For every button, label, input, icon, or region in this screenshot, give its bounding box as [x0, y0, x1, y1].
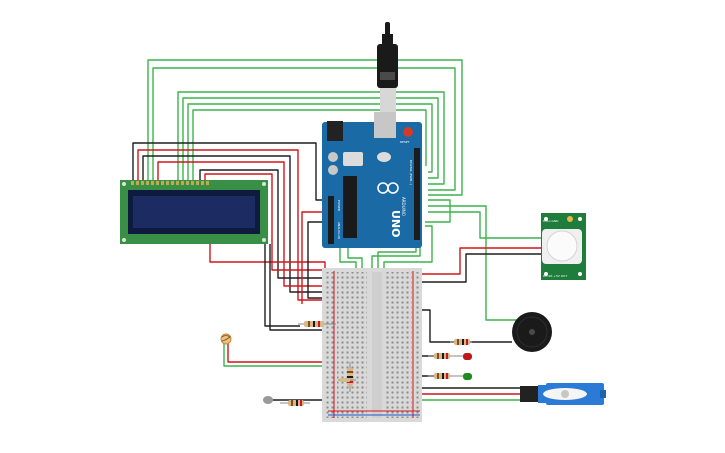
pir-dome-icon: [546, 230, 578, 262]
microcontroller-chip: [343, 176, 357, 238]
wire-black-lcd-2[interactable]: [142, 155, 333, 293]
wire-red-lcd-2[interactable]: [157, 161, 333, 287]
green-led[interactable]: [460, 373, 472, 380]
wire-green-lcd-6[interactable]: [192, 109, 427, 182]
temperature-sensor-icon: [263, 396, 273, 404]
resistor-buzzer[interactable]: [450, 339, 472, 345]
resistors: [280, 321, 472, 406]
servo-motor[interactable]: [520, 383, 606, 405]
power-jack-icon: [327, 121, 343, 141]
board-brand-text: ARDUINO: [401, 197, 406, 216]
lcd-display[interactable]: [120, 180, 268, 244]
reset-button[interactable]: [403, 127, 413, 137]
wire-green-lcd-2[interactable]: [152, 67, 456, 191]
wire-red-lcd-3[interactable]: [204, 173, 333, 271]
analog-header-label: ANALOG IN: [337, 222, 341, 239]
board-logo-text: UNO: [389, 210, 402, 238]
wire-green-pir-out[interactable]: [428, 211, 545, 239]
wire-green-lcd-5[interactable]: [187, 103, 433, 182]
wire-green-photo[interactable]: [223, 342, 348, 367]
wire-black-lcd-contrast[interactable]: [199, 169, 333, 279]
wire-red-pir-vcc[interactable]: [412, 247, 545, 275]
buzzer[interactable]: [512, 312, 552, 352]
wire-black-lcd-backlight[interactable]: [264, 244, 300, 327]
usb-plug-icon: [380, 88, 396, 114]
pir-top-label: Hi/Lo GND: [543, 219, 559, 223]
resistor-red-led[interactable]: [428, 353, 462, 359]
reset-label: RESET: [400, 140, 410, 144]
wire-black-pir-gnd[interactable]: [412, 253, 545, 283]
power-header: [328, 196, 334, 244]
digital-header: [414, 148, 420, 240]
wire-green-lcd-3[interactable]: [177, 91, 445, 185]
wire-red-photo[interactable]: [227, 342, 333, 363]
buzzer-icon: [529, 329, 535, 335]
wire-red-lcd-vcc[interactable]: [137, 149, 333, 301]
resistor-green-led[interactable]: [428, 373, 462, 379]
usb-cable: [377, 22, 398, 114]
resistor-board-horizontal[interactable]: [338, 378, 356, 382]
arduino-board[interactable]: UNO ARDUINO RESET POWER ANALOG IN DIGITA…: [322, 112, 422, 248]
arduino-logo-icon: [377, 182, 399, 194]
wire-green-d-servo[interactable]: [425, 199, 451, 223]
lcd-pin-header: [131, 181, 209, 185]
resistor-left[interactable]: [298, 321, 336, 327]
wire-black-buzzer-gnd[interactable]: [415, 309, 455, 343]
wire-green-buzzer[interactable]: [428, 205, 520, 321]
wire-black-gnd-board[interactable]: [307, 221, 335, 299]
wire-green-lcd-4[interactable]: [182, 97, 439, 182]
wire-black-left-res[interactable]: [269, 244, 333, 331]
pir-sensor[interactable]: Hi/Lo GND HC-SR +5V OUT: [541, 213, 586, 280]
wire-red-lcd-backlight[interactable]: [209, 244, 326, 268]
usb-port-icon: [374, 112, 396, 138]
red-led-icon: [463, 353, 472, 360]
wire-black-lcd-gnd[interactable]: [132, 142, 333, 201]
digital-header-label: DIGITAL (PWM~): [409, 160, 413, 185]
red-led[interactable]: [460, 353, 472, 360]
lcd-screen: [133, 196, 255, 228]
green-led-icon: [463, 373, 472, 380]
temperature-sensor[interactable]: [263, 396, 273, 404]
photoresistor[interactable]: [220, 333, 232, 345]
resistor-temp[interactable]: [280, 400, 310, 406]
pir-bottom-label: HC-SR +5V OUT: [543, 274, 567, 278]
breadboard[interactable]: [322, 268, 422, 422]
wire-green-lcd-1[interactable]: [147, 59, 463, 196]
power-header-label: POWER: [337, 200, 341, 211]
